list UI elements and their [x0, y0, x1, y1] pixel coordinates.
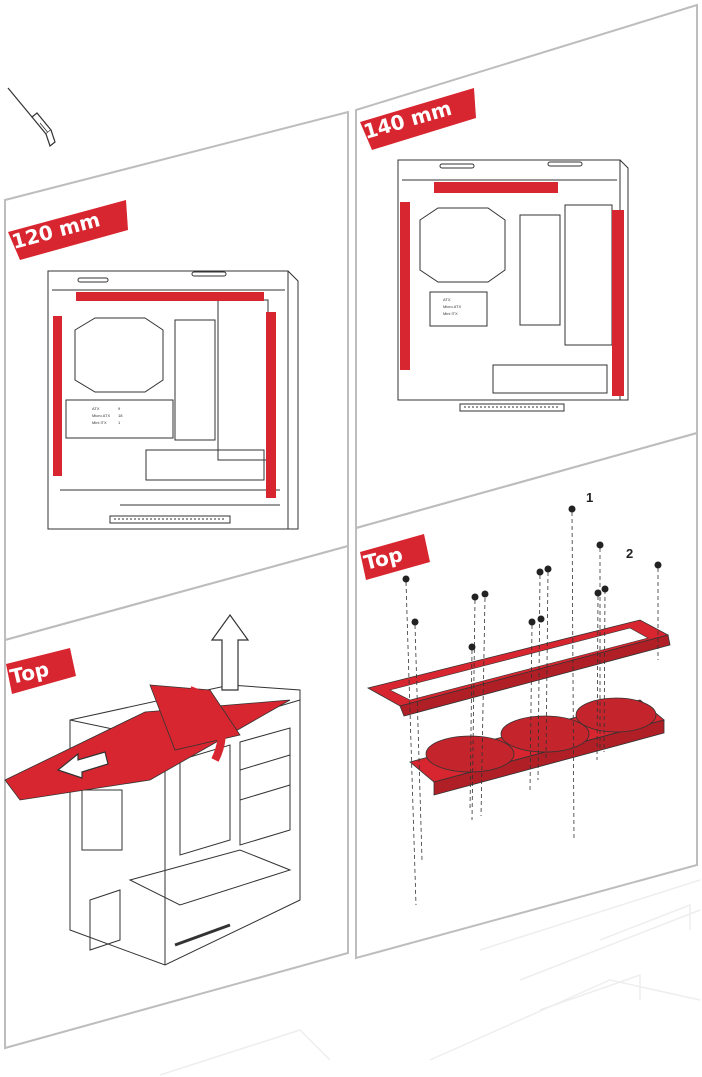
top-fan-array — [409, 697, 665, 796]
form-factor-itx: Mini ITX — [92, 420, 107, 425]
form-factor-atx-140: ATX — [443, 297, 451, 302]
background-watermark — [159, 879, 701, 1076]
panel-frames — [4, 3, 698, 1050]
matx-count: 18 — [118, 413, 123, 418]
form-factor-itx-140: Mini ITX — [443, 311, 458, 316]
form-factor-matx: Micro ATX — [92, 413, 110, 418]
fan-highlights-140 — [400, 182, 624, 396]
atx-count: 9 — [118, 406, 121, 411]
tag-top-mount: Top — [360, 534, 430, 580]
arrow-up-icon — [210, 613, 250, 691]
fan-highlights-120 — [53, 292, 276, 498]
tag-top-remove: Top — [6, 648, 76, 694]
screwdriver-icon — [7, 87, 56, 148]
form-factor-atx: ATX — [92, 406, 100, 411]
form-factor-matx-140: Micro ATX — [443, 304, 461, 309]
tag-120mm: 120 mm — [8, 200, 128, 260]
top-mounting-bracket — [366, 619, 671, 717]
arrow-left-icon — [56, 751, 109, 779]
step-number-1: 1 — [586, 490, 593, 505]
case-side-view-140: ATX Micro ATX Mini ITX — [397, 159, 629, 412]
itx-count: 1 — [118, 420, 121, 425]
step-number-2: 2 — [626, 546, 633, 561]
tag-140mm: 140 mm — [360, 88, 476, 150]
panel-top-remove — [4, 544, 349, 1050]
panel-top-mount — [355, 431, 698, 960]
screws — [402, 505, 662, 651]
case-side-view-120: ATX Micro ATX Mini ITX 9 18 1 — [47, 270, 299, 530]
screw-guide-lines — [405, 511, 659, 906]
